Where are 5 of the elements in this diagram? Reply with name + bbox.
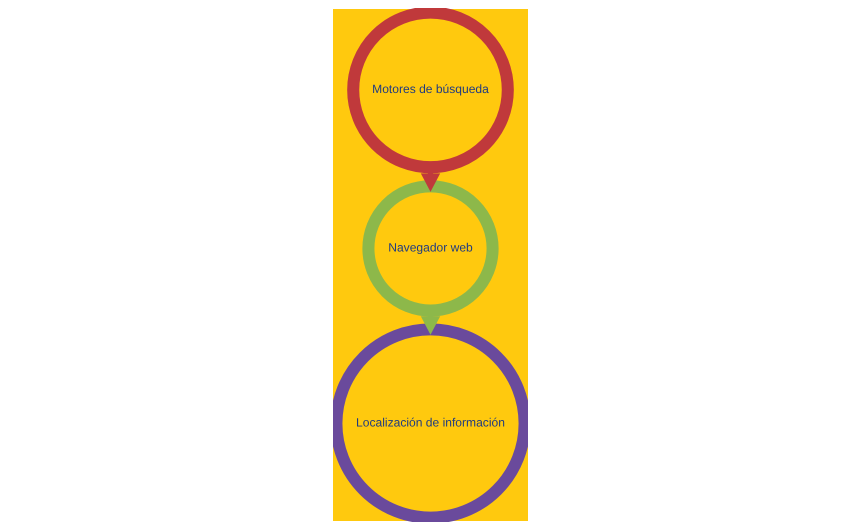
node-circle: Localización de información (333, 323, 528, 522)
arrow (420, 173, 440, 192)
node-circle: Navegador web (362, 180, 499, 317)
arrow (420, 316, 440, 335)
node-circle: Motores de búsqueda (347, 8, 514, 174)
